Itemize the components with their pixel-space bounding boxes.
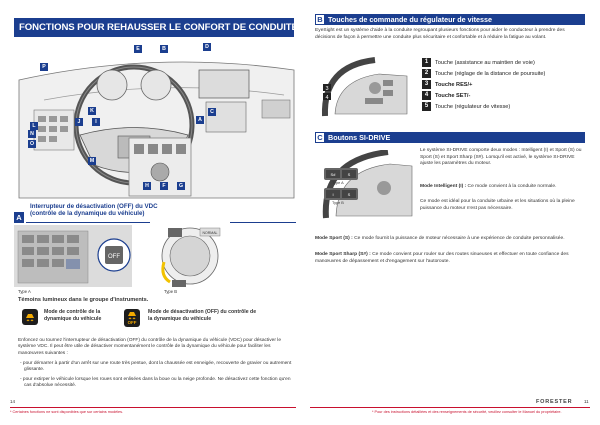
- callout-label-k: K: [88, 107, 96, 115]
- section-b-title: Touches de commande du régulateur de vit…: [328, 15, 493, 24]
- type-b-label: Type B: [164, 289, 178, 294]
- section-b-letter: B: [315, 14, 325, 25]
- sport-mode: Mode Sport (S) : Ce mode fournit la puis…: [315, 236, 565, 241]
- callout-label-g: G: [177, 182, 185, 190]
- footer-note-right: * Pour des instructions détaillées et de…: [372, 410, 562, 414]
- svg-text:4: 4: [325, 95, 328, 101]
- section-c-letter: C: [315, 132, 325, 143]
- svg-text:3: 3: [325, 86, 328, 92]
- section-a-body: Enfoncez ou tournez l'interrupteur de dé…: [18, 338, 282, 356]
- svg-text:OFF: OFF: [108, 254, 120, 260]
- section-a-title-2: (contrôle de la dynamique du véhicule): [30, 210, 145, 217]
- intelligent-mode-detail: Ce mode est idéal pour la conduite urbai…: [420, 199, 575, 211]
- footer-rule-left: [10, 407, 296, 408]
- indicator-1-text: Mode de contrôle de la dynamique du véhi…: [44, 309, 102, 323]
- intelligent-mode: Mode Intelligent (I) : Ce mode convient …: [420, 184, 557, 189]
- indicator-2-text: Mode de désactivation (OFF) du contrôle …: [148, 309, 257, 323]
- callout-label-d: D: [203, 43, 211, 51]
- svg-text:S: S: [348, 172, 351, 177]
- svg-text:S#: S#: [331, 172, 337, 177]
- dashboard-illustration: [14, 40, 296, 200]
- callout-label-c: C: [208, 108, 216, 116]
- lights-heading: Témoins lumineux dans le groupe d'instru…: [18, 297, 149, 303]
- si-drive-type-b-label: Type B: [332, 201, 344, 205]
- callout-label-j: J: [75, 118, 83, 126]
- si-drive-type-a-label: Type A: [332, 181, 344, 185]
- page-title: FONCTIONS POUR REHAUSSER LE CONFORT DE C…: [14, 18, 298, 37]
- section-c-title: Boutons SI-DRIVE: [328, 133, 391, 142]
- brand-logo: FORESTER: [536, 399, 573, 405]
- callout-label-a: A: [196, 116, 204, 124]
- sport-sharp-mode: Mode Sport Sharp (S#) : Ce mode convient…: [315, 252, 569, 264]
- callout-label-e: E: [134, 45, 142, 53]
- section-b-intro: EyeSight est un système d'aide à la cond…: [315, 28, 565, 40]
- vdc-indicator-icon: [22, 309, 38, 325]
- callout-label-b: B: [160, 45, 168, 53]
- off-text: OFF: [127, 320, 137, 325]
- type-a-label: Type A: [18, 289, 31, 294]
- callout-label-o: O: [28, 140, 36, 148]
- page-number-left: 14: [10, 399, 16, 404]
- callout-label-p: P: [40, 63, 48, 71]
- callout-label-f: F: [160, 182, 168, 190]
- callout-label-h: H: [143, 182, 151, 190]
- vdc-switch-type-b-illustration: NORMAL: [150, 222, 230, 288]
- footer-rule-right: [310, 407, 590, 408]
- cruise-control-buttons-illustration: 3 4: [315, 56, 415, 120]
- svg-text:S: S: [348, 192, 351, 197]
- section-a-bullet-2: - pour extirper le véhicule lorsque les …: [20, 377, 291, 389]
- section-c-intro: Le système SI-DRIVE comporte deux modes …: [420, 148, 582, 167]
- si-drive-buttons-illustration: S# S I S: [318, 150, 416, 220]
- vdc-off-indicator-icon: OFF: [124, 309, 140, 327]
- callout-label-m: M: [88, 157, 96, 165]
- callout-label-i: I: [92, 118, 100, 126]
- svg-text:I: I: [332, 192, 333, 197]
- callout-label-l: L: [30, 122, 38, 130]
- page-number-right: 11: [584, 399, 589, 404]
- section-a-title-1: Interrupteur de désactivation (OFF) du V…: [30, 203, 158, 210]
- section-a-letter: A: [14, 212, 24, 223]
- vdc-switch-type-a-illustration: OFF: [14, 225, 132, 287]
- section-a-bullet-1: - pour démarrer à partir d'un arrêt sur …: [20, 361, 292, 373]
- callout-label-n: N: [28, 130, 36, 138]
- svg-text:NORMAL: NORMAL: [203, 231, 218, 235]
- footer-note-left: * Certaines fonctions ne sont disponible…: [10, 410, 124, 414]
